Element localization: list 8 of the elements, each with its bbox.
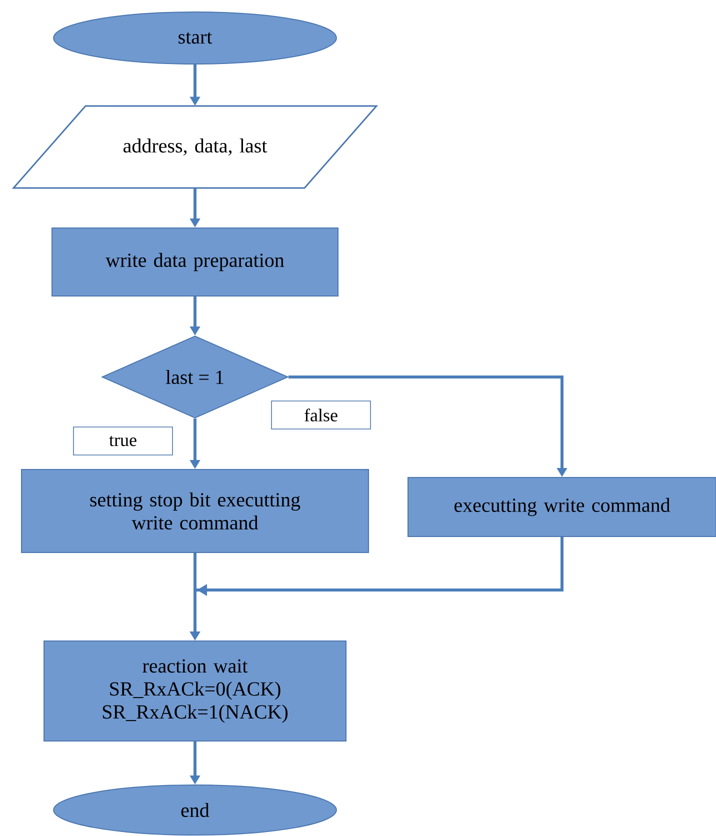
process-box: reaction wait SR_RxACk=0(ACK) SR_RxACk=1(NACK) [44,640,346,742]
process-box: executting write command [408,477,716,537]
start-oval: start [53,12,337,64]
edge-label: false [271,400,371,430]
edge-label: true [73,426,173,456]
process-box: write data preparation [52,228,338,296]
process-box: setting stop bit executting write command [21,469,369,553]
end-oval: end [53,784,337,836]
